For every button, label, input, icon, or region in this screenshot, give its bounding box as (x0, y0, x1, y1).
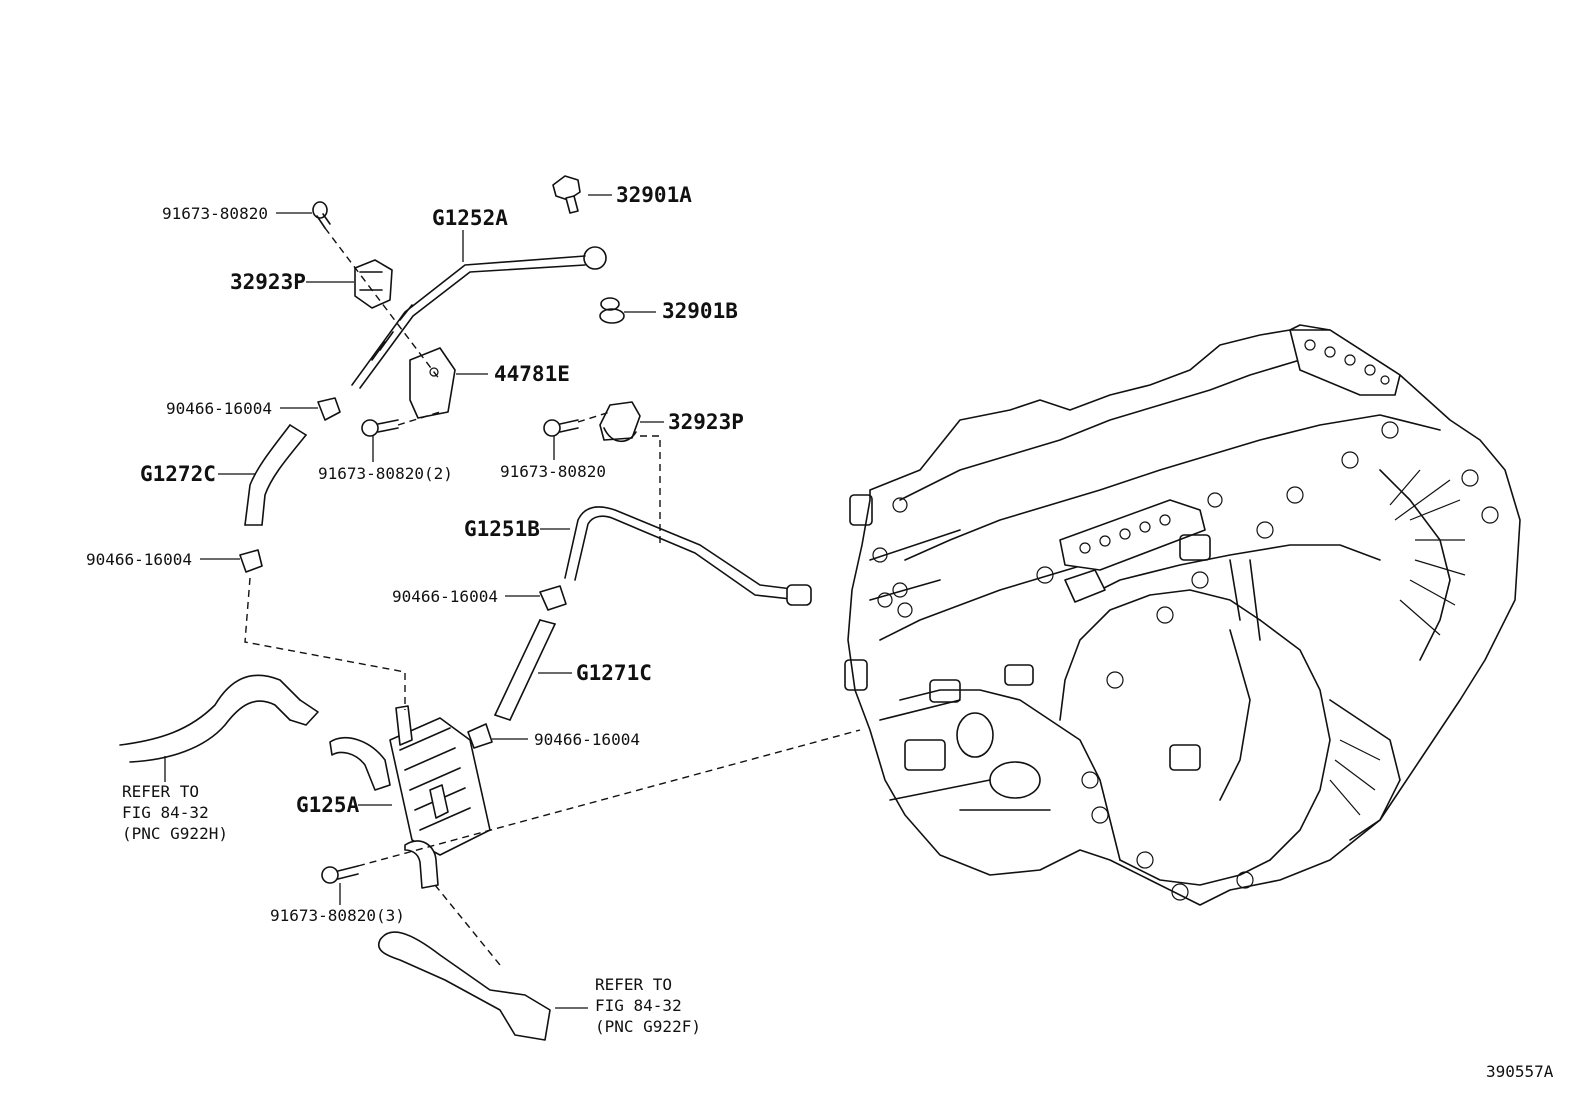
label-leader-lines (164, 194, 664, 1009)
reference-note-G922F: REFER TO FIG 84-32 (PNC G922F) (595, 975, 701, 1036)
pipe-G1251B (564, 506, 812, 606)
label-44781E: 44781E (494, 362, 570, 386)
label-90466-16004-b: 90466-16004 (86, 550, 192, 569)
ref-f-line-1: REFER TO (595, 975, 672, 994)
label-32901A: 32901A (616, 183, 692, 207)
bolt-91673-80820-top (312, 201, 331, 229)
clamp-32923P-top (354, 259, 393, 309)
illustration-id: 390557A (1486, 1062, 1554, 1081)
ref-f-line-2: FIG 84-32 (595, 996, 682, 1015)
pipe-G1252A (351, 246, 607, 389)
label-91673-80820-3: 91673-80820(3) (270, 906, 405, 925)
clip-90466-16004-b (239, 549, 263, 573)
hose-reference-G922H (119, 674, 319, 763)
label-90466-16004-d: 90466-16004 (534, 730, 640, 749)
clamp-32923P-right (599, 401, 641, 443)
label-91673-80820-2: 91673-80820(2) (318, 464, 453, 483)
bracket-44781E (409, 347, 456, 419)
bolt-91673-80820-2 (361, 419, 399, 437)
hose-reference-G922F (378, 931, 551, 1041)
oil-cooler-parts-illustration (119, 175, 812, 1041)
ref-h-line-3: (PNC G922H) (122, 824, 228, 843)
bolt-91673-80820-3 (321, 865, 359, 884)
label-91673-80820-middle: 91673-80820 (500, 462, 606, 481)
washer-32901B (599, 297, 625, 324)
part-labels: 91673-80820 G1252A 32901A 32923P 32901B … (86, 183, 744, 925)
bolt-32901A (552, 175, 581, 214)
reference-note-G922H: REFER TO FIG 84-32 (PNC G922H) (122, 782, 228, 843)
label-91673-80820-top: 91673-80820 (162, 204, 268, 223)
assembly-dashed-lines (244, 227, 861, 966)
label-90466-16004-a: 90466-16004 (166, 399, 272, 418)
label-G1252A: G1252A (432, 206, 508, 230)
oil-cooler-G125A (329, 705, 491, 889)
clip-90466-16004-d (467, 723, 493, 749)
label-G1272C: G1272C (140, 462, 216, 486)
label-G125A: G125A (296, 793, 360, 817)
bolt-91673-80820-middle (543, 419, 579, 437)
clip-90466-16004-c (539, 585, 567, 611)
label-90466-16004-c: 90466-16004 (392, 587, 498, 606)
ref-f-line-3: (PNC G922F) (595, 1017, 701, 1036)
label-G1271C: G1271C (576, 661, 652, 685)
label-32901B: 32901B (662, 299, 738, 323)
hose-G1272C (244, 424, 307, 526)
ref-h-line-2: FIG 84-32 (122, 803, 209, 822)
transaxle-assembly-illustration (844, 324, 1521, 906)
label-32923P-right: 32923P (668, 410, 744, 434)
label-G1251B: G1251B (464, 517, 540, 541)
label-32923P-top: 32923P (230, 270, 306, 294)
ref-h-line-1: REFER TO (122, 782, 199, 801)
clip-90466-16004-a (317, 397, 341, 421)
hose-G1271C (494, 619, 556, 721)
